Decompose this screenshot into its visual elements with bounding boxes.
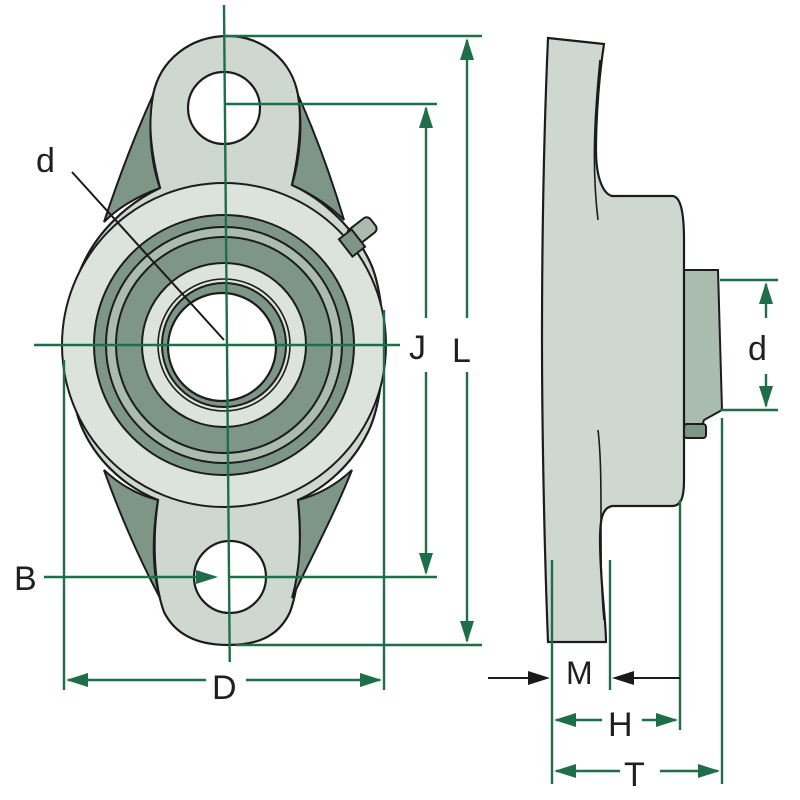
- label-D: D: [212, 669, 237, 707]
- flange-shading-line: [593, 59, 605, 621]
- d-arrow-right: [360, 673, 382, 687]
- shaft-bore: [166, 291, 278, 403]
- j-arrow-top: [419, 106, 433, 128]
- m-arrow-right: [612, 671, 634, 685]
- label-M: M: [566, 655, 593, 691]
- h-arrow-right: [656, 713, 678, 727]
- d-side-arrow-bottom: [759, 386, 773, 408]
- m-arrow-left: [528, 671, 550, 685]
- j-arrow-bottom: [419, 553, 433, 575]
- label-J: J: [409, 329, 426, 367]
- label-L: L: [452, 332, 471, 370]
- h-arrow-left: [554, 713, 576, 727]
- lower-lobe-shadow-left: [103, 469, 161, 599]
- l-arrow-bottom: [460, 621, 474, 643]
- grease-nipple-icon: [337, 216, 378, 258]
- label-d-front: d: [36, 142, 55, 180]
- label-B: B: [14, 560, 37, 598]
- vertical-centerline: [222, 4, 232, 691]
- d-arrow-left: [66, 673, 88, 687]
- upper-lobe-shadow-left: [103, 94, 162, 223]
- t-arrow-right: [698, 764, 720, 778]
- b-arrow: [196, 570, 218, 584]
- housing-side-profile: [540, 36, 686, 644]
- d-leader-line: [71, 171, 225, 341]
- l-arrow-top: [460, 38, 474, 60]
- upper-lobe-shadow-right: [290, 94, 345, 221]
- t-arrow-left: [554, 764, 576, 778]
- lower-lobe-shadow-right: [291, 469, 353, 599]
- side-view: d M H T: [488, 36, 778, 794]
- label-T: T: [624, 756, 645, 794]
- front-view: d J L B D: [14, 4, 482, 707]
- label-d-side: d: [748, 330, 767, 368]
- label-H: H: [608, 706, 633, 744]
- bearing-ring-side: [683, 423, 707, 439]
- d-side-arrow-top: [759, 282, 773, 304]
